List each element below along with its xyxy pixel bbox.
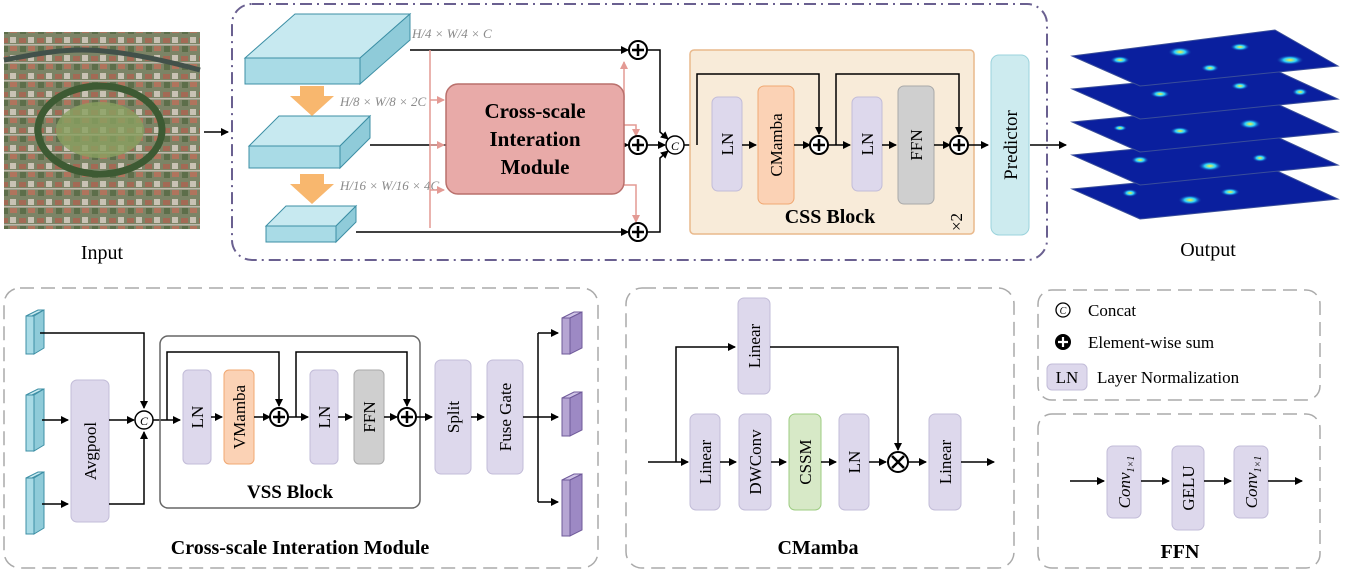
ffn-detail-panel bbox=[1037, 413, 1321, 569]
ffn-gelu bbox=[1171, 445, 1205, 531]
output-heatmaps bbox=[1070, 29, 1340, 220]
cmamba-detail-panel bbox=[625, 287, 1015, 569]
css-ffn-label: FFN bbox=[907, 129, 926, 160]
legend-ln-label: Layer Normalization bbox=[1097, 368, 1240, 387]
legend-ln-box-label: LN bbox=[1056, 368, 1079, 387]
downsample-arrow-2 bbox=[290, 174, 334, 204]
dim-label-3: H/16 × W/16 × 4C bbox=[339, 178, 439, 193]
cim-input-slab-3 bbox=[25, 471, 45, 535]
vss-ln-1-label: LN bbox=[188, 406, 207, 429]
cim-input-slab-1 bbox=[25, 309, 45, 355]
cim-output-slab-1 bbox=[561, 311, 583, 355]
cim-detail-title: Cross-scale Interation Module bbox=[171, 537, 430, 559]
css-ln-1-label: LN bbox=[718, 133, 737, 156]
vss-block-title: VSS Block bbox=[247, 482, 333, 503]
cmamba-cssm-label: CSSM bbox=[796, 439, 815, 484]
css-block-repeat: ×2 bbox=[947, 213, 966, 231]
cmamba-ln-label: LN bbox=[845, 451, 864, 474]
split-label: Split bbox=[444, 401, 463, 433]
cmamba-linear-out-label: Linear bbox=[936, 439, 955, 484]
legend-concat-icon: C bbox=[1055, 302, 1071, 318]
concat-circle-top: C bbox=[665, 135, 685, 155]
feature-map-2 bbox=[247, 114, 372, 170]
cmamba-linear-in-label: Linear bbox=[696, 439, 715, 484]
svg-text:C: C bbox=[140, 414, 149, 428]
css-sum-2 bbox=[949, 135, 969, 155]
cross-scale-interation-module-block bbox=[445, 83, 625, 195]
sum-circle-2 bbox=[628, 135, 648, 155]
css-block-title: CSS Block bbox=[785, 206, 876, 228]
cim-concat-circle: C bbox=[134, 410, 154, 430]
cim-output-slab-2 bbox=[561, 391, 583, 437]
cim-input-slab-2 bbox=[25, 388, 45, 452]
output-label: Output bbox=[1180, 239, 1236, 261]
feature-map-3 bbox=[264, 204, 358, 244]
ffn-conv-2 bbox=[1233, 445, 1269, 519]
cim-output-slab-3 bbox=[561, 473, 583, 537]
svg-text:C: C bbox=[671, 139, 680, 153]
vss-block bbox=[159, 335, 421, 509]
avgpool-label: Avgpool bbox=[81, 422, 100, 481]
cmamba-linear-top bbox=[737, 297, 771, 395]
input-label: Input bbox=[81, 242, 124, 264]
multiply-circle bbox=[887, 451, 909, 473]
css-sum-1 bbox=[809, 135, 829, 155]
legend-panel bbox=[1037, 289, 1321, 401]
cim-title-line3: Module bbox=[501, 155, 570, 179]
cim-detail-panel bbox=[3, 287, 599, 569]
cmamba-detail-title: CMamba bbox=[777, 537, 858, 559]
feature-map-1 bbox=[243, 12, 412, 86]
cmamba-dwconv-label: DWConv bbox=[746, 429, 765, 495]
ffn-conv-1 bbox=[1106, 445, 1142, 519]
ffn-conv-1-label: Conv1×1 bbox=[1115, 456, 1137, 509]
ffn-conv-2-label: Conv1×1 bbox=[1242, 456, 1264, 509]
dim-label-2: H/8 × W/8 × 2C bbox=[339, 94, 426, 109]
vss-ln-2-label: LN bbox=[315, 406, 334, 429]
cim-title-line2: Interation bbox=[490, 127, 581, 151]
ffn-gelu-label: GELU bbox=[1179, 465, 1198, 510]
sum-circle-3 bbox=[628, 222, 648, 242]
fuse-gate-label: Fuse Gate bbox=[496, 383, 515, 451]
css-ln-2-label: LN bbox=[858, 133, 877, 156]
css-ln-2 bbox=[851, 96, 883, 192]
cmamba-linear-top-label: Linear bbox=[745, 323, 764, 368]
legend-sum-icon bbox=[1055, 334, 1071, 350]
vss-sum-1 bbox=[269, 407, 289, 427]
ffn-detail-title: FFN bbox=[1161, 541, 1200, 563]
downsample-arrow-1 bbox=[290, 86, 334, 116]
predictor-label: Predictor bbox=[1001, 110, 1022, 180]
dim-label-1: H/4 × W/4 × C bbox=[411, 26, 492, 41]
sum-circle-1 bbox=[628, 40, 648, 60]
css-ln-1 bbox=[711, 96, 743, 192]
avgpool-block bbox=[70, 379, 110, 523]
vss-ffn-label: FFN bbox=[360, 401, 379, 432]
legend-concat-label: Concat bbox=[1088, 301, 1136, 320]
main-frame bbox=[231, 3, 1048, 261]
legend-sum-label: Element-wise sum bbox=[1088, 333, 1214, 352]
predictor-block bbox=[990, 54, 1030, 236]
cim-title-line1: Cross-scale bbox=[484, 99, 585, 123]
svg-text:C: C bbox=[1060, 306, 1067, 317]
legend-ln-box bbox=[1046, 363, 1088, 391]
vss-sum-2 bbox=[397, 407, 417, 427]
css-cmamba-label: CMamba bbox=[767, 113, 786, 177]
input-image bbox=[3, 32, 201, 229]
vss-vmamba-label: VMamba bbox=[230, 384, 249, 449]
